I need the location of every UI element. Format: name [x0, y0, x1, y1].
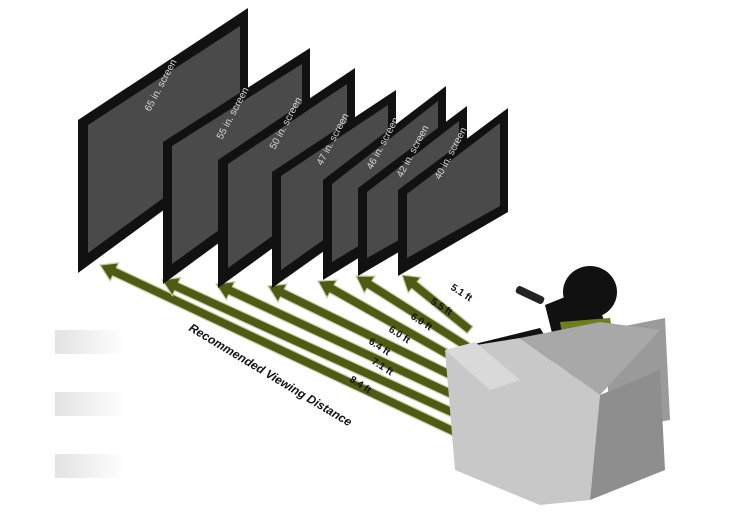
chair-seat	[520, 322, 660, 395]
tv-screen	[88, 26, 240, 253]
chair-side	[590, 370, 665, 500]
tvs-group: 65 in. screen 55 in. screen 50 in. scree…	[78, 8, 508, 288]
distance-label-40: 5.1 ft	[448, 282, 474, 304]
remote-control-icon	[515, 286, 545, 304]
arrows-group	[98, 262, 474, 437]
faded-bar-1	[55, 330, 125, 354]
tv-65: 65 in. screen	[78, 8, 248, 273]
faded-bar-3	[55, 454, 125, 478]
tv-screen	[407, 123, 500, 258]
viewer-group	[445, 266, 670, 505]
faded-bar-2	[55, 392, 125, 416]
distance-arrow-7	[401, 274, 474, 335]
chair-armrest	[445, 342, 520, 390]
